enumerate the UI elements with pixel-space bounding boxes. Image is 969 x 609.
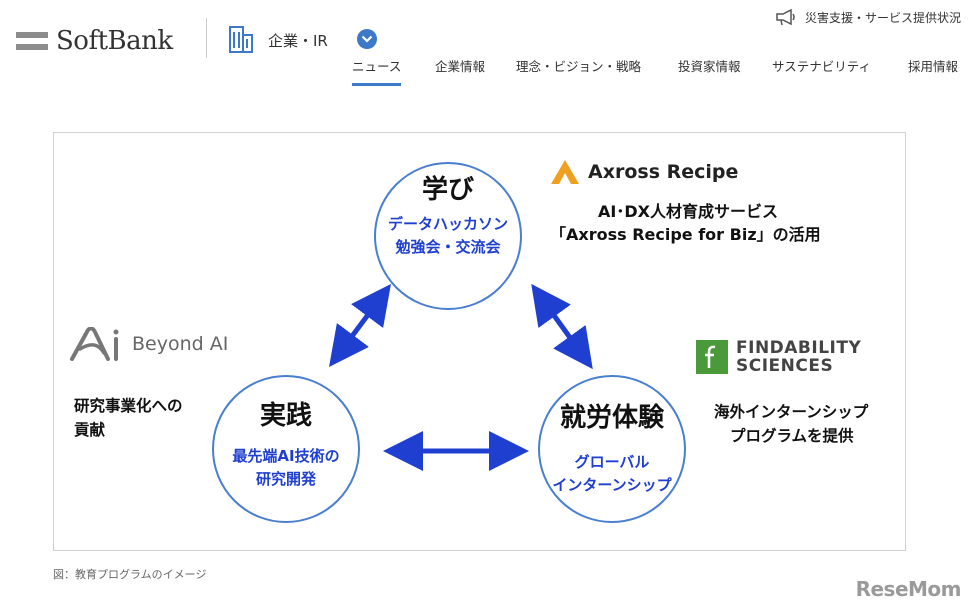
softbank-logo[interactable]: SoftBank — [16, 26, 173, 56]
practice-circle — [212, 375, 360, 523]
resemom-watermark: ReseMom — [855, 577, 962, 601]
learn-circle — [374, 162, 522, 310]
findability-line-2: プログラムを提供 — [730, 427, 854, 445]
beyond-ai-logo-icon — [70, 327, 119, 361]
axross-brand-name: Axross Recipe — [588, 161, 739, 183]
beyond-line-1: 研究事業化への — [74, 397, 183, 415]
arrow-learn-practice — [329, 283, 391, 368]
megaphone-icon — [776, 8, 795, 26]
findability-brand-line-2: SCIENCES — [736, 356, 834, 376]
education-program-figure: 学び データハッカソン 勉強会・交流会 実践 最先端AI技術の 研究開発 就労体… — [53, 132, 906, 551]
softbank-logo-mark — [16, 30, 48, 52]
section-dropdown-button[interactable] — [357, 29, 377, 49]
disaster-support-link[interactable]: 災害支援・サービス提供状況 — [775, 8, 961, 26]
section-label: 企業・IR — [268, 32, 328, 50]
beyond-line-2: 貢献 — [74, 421, 106, 439]
nav-item-company-info[interactable]: 企業情報 — [435, 59, 486, 74]
building-icon — [229, 26, 253, 53]
axross-line-2: 「Axross Recipe for Biz」の活用 — [550, 225, 821, 244]
beyond-ai-brand-name: Beyond AI — [132, 333, 229, 355]
diagram-canvas — [212, 162, 686, 523]
findability-line-1: 海外インターンシップ — [714, 403, 869, 421]
nav-item-careers[interactable]: 採用情報 — [908, 59, 959, 74]
findability-brand-line-1: FINDABILITY — [736, 338, 862, 358]
nav-item-sustainability[interactable]: サステナビリティ — [772, 59, 872, 74]
header-divider — [206, 18, 207, 58]
learn-sub-1: データハッカソン — [387, 215, 508, 233]
work-sub-1: グローバル — [574, 453, 650, 471]
work-circle — [538, 375, 686, 523]
beyond-ai-logo: Beyond AI — [68, 327, 228, 361]
figure-caption: 図：教育プログラムのイメージ — [53, 568, 207, 581]
practice-sub-1: 最先端AI技術の — [232, 447, 340, 465]
work-sub-2: インターンシップ — [552, 476, 672, 494]
chevron-down-icon — [361, 35, 373, 43]
learn-title: 学び — [421, 175, 474, 205]
nav-item-news[interactable]: ニュース — [352, 56, 402, 86]
axross-recipe-logo: Axross Recipe — [550, 159, 738, 185]
nav-item-investor-info[interactable]: 投資家情報 — [678, 59, 741, 74]
work-title: 就労体験 — [559, 403, 664, 433]
practice-sub-2: 研究開発 — [255, 470, 316, 488]
practice-title: 実践 — [259, 401, 312, 431]
arrow-learn-work — [531, 283, 593, 370]
learn-sub-2: 勉強会・交流会 — [395, 238, 501, 256]
axross-line-1: AI･DX人材育成サービス — [598, 202, 778, 221]
brand-name: SoftBank — [56, 26, 173, 56]
findability-logo-icon — [696, 340, 728, 374]
findability-sciences-logo: FINDABILITY SCIENCES — [696, 339, 861, 375]
nav-item-vision-strategy[interactable]: 理念・ビジョン・戦略 — [516, 59, 642, 74]
axross-logo-icon — [551, 160, 579, 184]
disaster-support-label: 災害支援・サービス提供状況 — [804, 10, 961, 25]
